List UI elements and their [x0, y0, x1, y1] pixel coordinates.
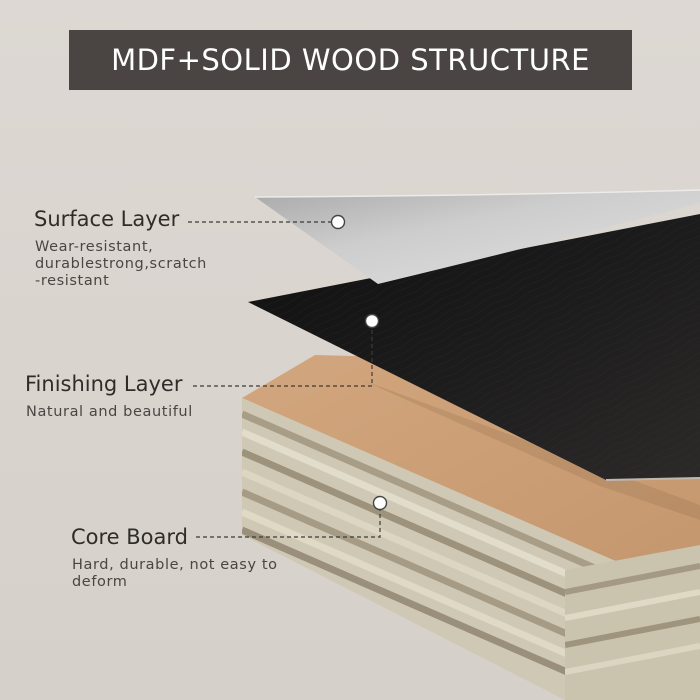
- core-leader-line: [196, 505, 381, 538]
- core-board-label: Core Board: [71, 525, 188, 549]
- finishing-layer-description: Natural and beautiful: [26, 404, 193, 421]
- page-title: MDF+SOLID WOOD STRUCTURE: [111, 43, 590, 77]
- core-desc-line: Hard, durable, not easy to: [72, 557, 278, 573]
- core-desc-line: deform: [72, 574, 128, 590]
- core-marker-dot: [372, 495, 388, 511]
- finishing-layer-label: Finishing Layer: [25, 372, 183, 396]
- surface-layer-label: Surface Layer: [34, 207, 180, 231]
- surface-desc-line: durablestrong,scratch: [35, 256, 207, 272]
- surface-desc-line: -resistant: [35, 273, 110, 289]
- surface-desc-line: Wear-resistant,: [35, 239, 154, 255]
- finishing-desc-line: Natural and beautiful: [26, 404, 193, 420]
- surface-layer-sheet: [255, 190, 700, 284]
- core-board-description: Hard, durable, not easy to deform: [72, 557, 278, 591]
- surface-marker-dot: [330, 214, 346, 230]
- finishing-marker-dot: [364, 313, 380, 329]
- core-board-side: [565, 545, 700, 700]
- title-banner: MDF+SOLID WOOD STRUCTURE: [69, 30, 632, 90]
- surface-layer-description: Wear-resistant, durablestrong,scratch -r…: [35, 239, 207, 290]
- finishing-leader-line: [193, 322, 373, 387]
